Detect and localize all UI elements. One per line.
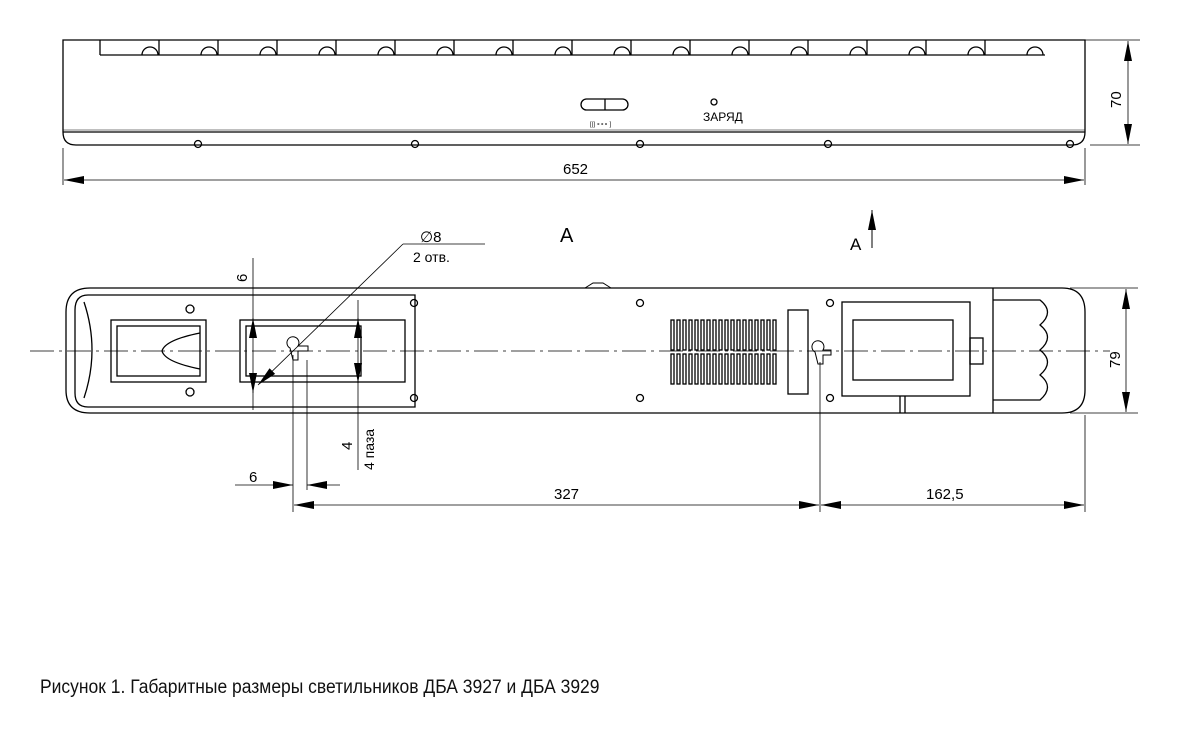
hole-spacing: 327 <box>554 486 579 503</box>
vent-slot <box>772 319 777 351</box>
lamp-sections <box>99 40 1044 56</box>
vent-slot <box>754 353 759 385</box>
height-dimension-top: 70 <box>1108 91 1125 108</box>
vent-slot <box>748 319 753 351</box>
hole-count: 2 отв. <box>413 249 450 265</box>
vent-slot <box>670 353 675 385</box>
vent-slot <box>712 319 717 351</box>
vent-slot <box>754 319 759 351</box>
height-dimension-bottom: 79 <box>1107 351 1124 368</box>
slot-offset-horizontal: 6 <box>249 469 257 486</box>
lamp-icon <box>967 46 985 56</box>
vent-slot <box>748 353 753 385</box>
hole-diameter: ∅8 <box>420 229 441 246</box>
figure-caption: Рисунок 1. Габаритные размеры светильник… <box>40 677 600 698</box>
vent-slot <box>724 319 729 351</box>
vent-slot <box>760 353 765 385</box>
vent-slot <box>736 353 741 385</box>
lamp-icon <box>613 46 631 56</box>
vent-slot <box>694 353 699 385</box>
lamp-icon <box>436 46 454 56</box>
lamp-icon <box>495 46 513 56</box>
slot-offset-vertical: 6 <box>234 274 251 282</box>
lamp-icon <box>200 46 218 56</box>
charge-label: ЗАРЯД <box>703 110 743 124</box>
lamp-icon <box>849 46 867 56</box>
view-label: A <box>560 225 574 247</box>
lamp-icon <box>672 46 690 56</box>
charge-indicator <box>710 98 718 106</box>
slot-width: 4 <box>339 442 356 450</box>
lamp-icon <box>141 46 159 56</box>
vent-slot <box>694 319 699 351</box>
vent-slot <box>736 319 741 351</box>
top-view: [|] ∘∘∘ ] ЗАРЯД 652 70 <box>62 39 1140 185</box>
lamp-icon <box>731 46 749 56</box>
width-dimension: 652 <box>563 161 588 178</box>
vent-slot <box>766 319 771 351</box>
vent-slot <box>724 353 729 385</box>
lamp-icon <box>1026 46 1044 56</box>
vent-slot <box>676 353 681 385</box>
vent-slot <box>772 353 777 385</box>
edge-offset: 162,5 <box>926 486 964 503</box>
vent-slot <box>676 319 681 351</box>
vent-slot <box>712 353 717 385</box>
vent-slot <box>760 319 765 351</box>
bottom-dimensions <box>235 243 1138 512</box>
vent-slot <box>706 319 711 351</box>
vent-slot <box>670 319 675 351</box>
mode-switch[interactable]: [|] ∘∘∘ ] <box>580 98 629 128</box>
vent-slot <box>766 353 771 385</box>
lamp-icon <box>908 46 926 56</box>
lamp-icon <box>318 46 336 56</box>
vent-slot <box>682 353 687 385</box>
speaker-vents <box>670 319 777 385</box>
vent-slot <box>718 319 723 351</box>
section-marker: A <box>850 235 862 254</box>
feet <box>193 139 1075 149</box>
vent-slot <box>742 353 747 385</box>
lamp-icon <box>259 46 277 56</box>
lamp-icon <box>554 46 572 56</box>
bottom-view <box>30 282 1110 414</box>
vent-slot <box>682 319 687 351</box>
vent-slot <box>688 319 693 351</box>
vent-slot <box>706 353 711 385</box>
vent-slot <box>742 319 747 351</box>
vent-slot <box>718 353 723 385</box>
svg-text:[|] ∘∘∘ ]: [|] ∘∘∘ ] <box>590 122 611 128</box>
vent-slot <box>688 353 693 385</box>
vent-slot <box>700 319 705 351</box>
vent-slot <box>730 319 735 351</box>
vent-slot <box>730 353 735 385</box>
lamp-icon <box>790 46 808 56</box>
lamp-icon <box>377 46 395 56</box>
slot-count: 4 паза <box>361 429 377 470</box>
vent-slot <box>700 353 705 385</box>
